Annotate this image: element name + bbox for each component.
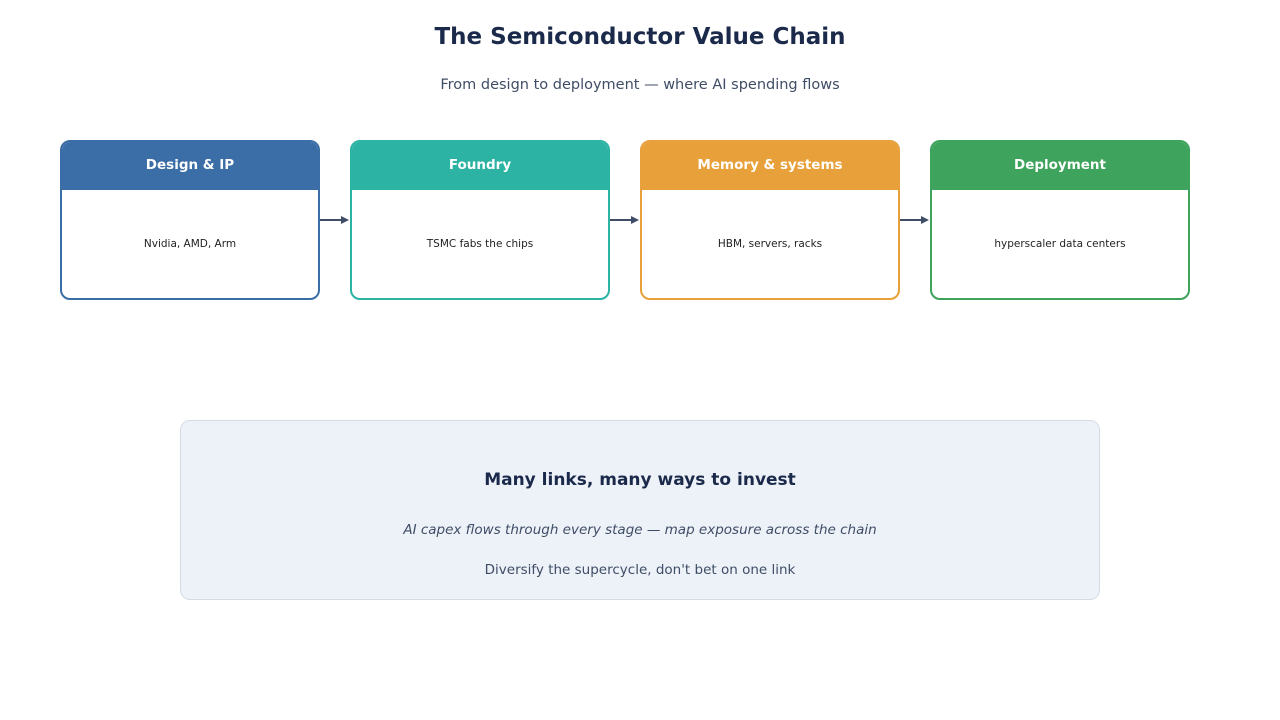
summary-detail-line: AI capex flows through every stage — map…: [403, 522, 877, 538]
stage-memory-systems-title: Memory & systems: [697, 157, 843, 173]
stage-deployment-description: hyperscaler data centers: [994, 238, 1126, 250]
stage-foundry-header: Foundry: [352, 142, 608, 190]
stage-memory-systems-header: Memory & systems: [642, 142, 898, 190]
stage-deployment-title: Deployment: [1013, 157, 1106, 173]
stage-deployment-header: Deployment: [932, 142, 1188, 190]
stage-memory-systems: Memory & systems HBM, servers, racks: [640, 140, 900, 300]
summary-heading: Many links, many ways to invest: [484, 470, 796, 490]
stage-deployment: Deployment hyperscaler data centers: [930, 140, 1190, 300]
stage-foundry: Foundry TSMC fabs the chips: [350, 140, 610, 300]
summary-takeaway-line: Diversify the supercycle, don't bet on o…: [484, 562, 796, 578]
stage-design-ip-title: Design & IP: [145, 157, 235, 173]
stage-deployment-body: hyperscaler data centers: [932, 190, 1188, 298]
stage-foundry-body: TSMC fabs the chips: [352, 190, 608, 298]
stage-design-ip: Design & IP Nvidia, AMD, Arm: [60, 140, 320, 300]
stage-design-ip-header: Design & IP: [62, 142, 318, 190]
stage-foundry-description: TSMC fabs the chips: [426, 238, 534, 250]
stage-design-ip-description: Nvidia, AMD, Arm: [143, 238, 237, 250]
summary-callout: Many links, many ways to invest AI capex…: [180, 420, 1100, 600]
stage-memory-systems-body: HBM, servers, racks: [642, 190, 898, 298]
arrow-connector-3: [900, 216, 929, 224]
arrow-connector-1: [320, 216, 349, 224]
stage-memory-systems-description: HBM, servers, racks: [717, 238, 823, 250]
diagram-subtitle: From design to deployment — where AI spe…: [440, 77, 840, 93]
diagram-title: The Semiconductor Value Chain: [434, 24, 846, 50]
arrow-connector-2: [610, 216, 639, 224]
stage-design-ip-body: Nvidia, AMD, Arm: [62, 190, 318, 298]
stage-foundry-title: Foundry: [448, 157, 512, 173]
